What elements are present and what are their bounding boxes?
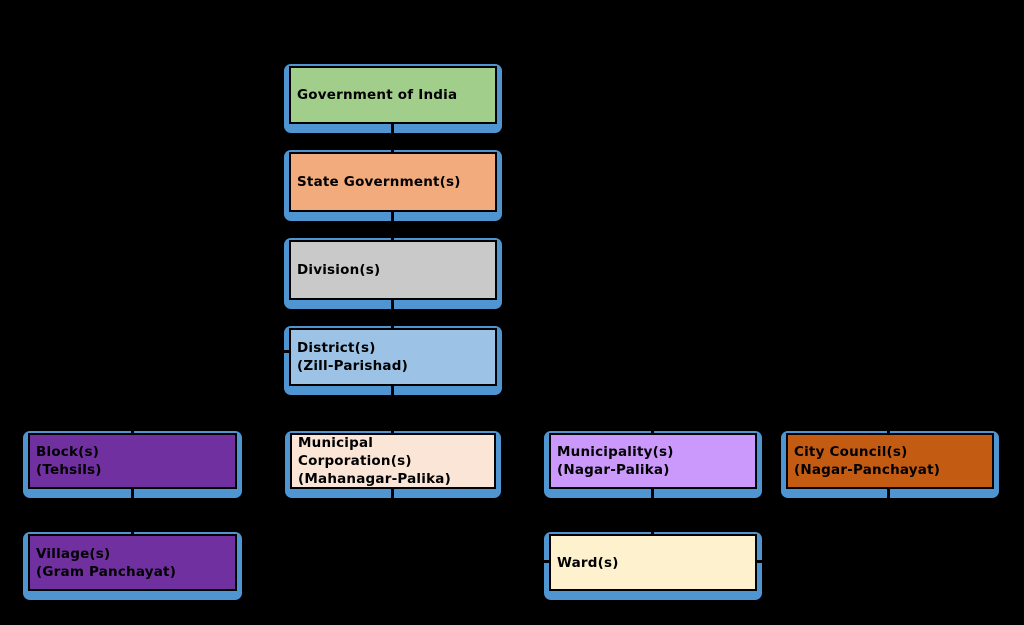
node-label: Government of India [297,87,458,103]
edge-district-city-council [887,409,890,433]
node-division: Division(s) [284,238,502,309]
node-government-of-india: Government of India [284,64,502,133]
edge-district-municipality [651,409,654,433]
node-face: Block(s) (Tehsils) [28,433,237,489]
node-label: Municipality(s) (Nagar-Palika) [557,444,674,478]
node-face: State Government(s) [289,152,497,212]
edge-goi-state [391,124,394,152]
edge-district-block-horizontal [131,350,291,353]
node-municipality: Municipality(s) (Nagar-Palika) [544,431,762,498]
node-label: Ward(s) [557,554,619,571]
edge-municipal-corporation-ward-vertical [391,489,394,563]
node-face: City Council(s) (Nagar-Panchayat) [786,433,994,489]
node-municipal-corporation: Municipal Corporation(s) (Mahanagar-Pali… [285,431,501,498]
node-label: Municipal Corporation(s) (Mahanagar-Pali… [298,435,451,487]
node-state-government: State Government(s) [284,150,502,221]
node-face: Municipality(s) (Nagar-Palika) [549,433,757,489]
node-face: Village(s) (Gram Panchayat) [28,534,237,591]
edge-state-division [391,212,394,240]
edge-division-district [391,300,394,328]
node-label: State Government(s) [297,174,461,190]
node-face: Municipal Corporation(s) (Mahanagar-Pali… [290,433,496,489]
node-label: District(s) (Zill-Parishad) [297,340,408,374]
node-block: Block(s) (Tehsils) [23,431,242,498]
edge-branch-rail [391,409,890,412]
node-city-council: City Council(s) (Nagar-Panchayat) [781,431,999,498]
node-face: Government of India [289,66,497,124]
node-ward: Ward(s) [544,532,762,600]
node-label: Village(s) (Gram Panchayat) [36,545,177,580]
node-label: City Council(s) (Nagar-Panchayat) [794,444,941,478]
edge-municipal-corporation-ward-horizontal [391,560,552,563]
edge-city-council-ward-horizontal [757,560,890,563]
node-face: District(s) (Zill-Parishad) [289,328,497,386]
node-label: Division(s) [297,262,381,278]
node-face: Ward(s) [549,534,757,591]
node-district: District(s) (Zill-Parishad) [284,326,502,395]
edge-city-council-ward-vertical [887,489,890,563]
edge-block-village [131,489,134,534]
node-village: Village(s) (Gram Panchayat) [23,532,242,600]
node-label: Block(s) (Tehsils) [36,444,102,478]
edge-municipality-ward [651,489,654,534]
edge-district-block-vertical [131,350,134,433]
node-face: Division(s) [289,240,497,300]
